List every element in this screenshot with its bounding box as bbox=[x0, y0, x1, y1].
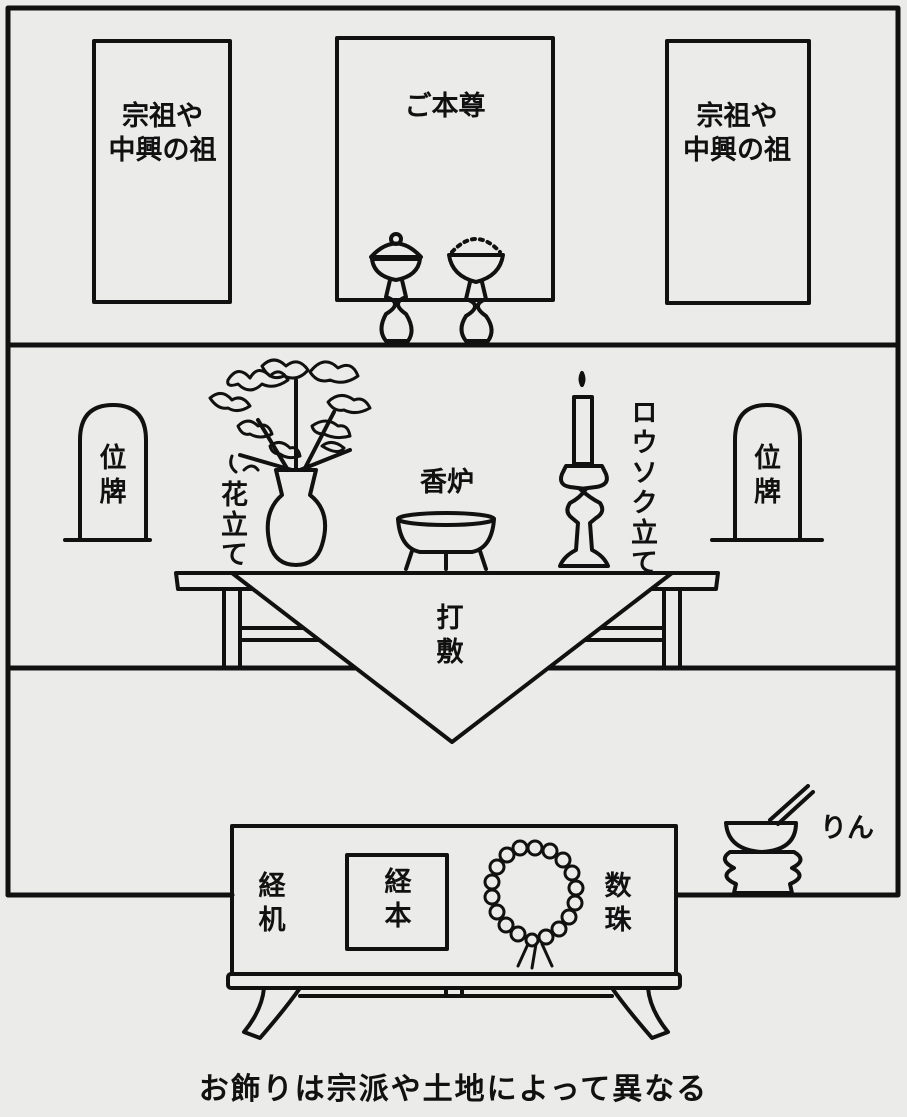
flower-vase bbox=[208, 358, 372, 567]
hanatate-label: 花立て bbox=[216, 480, 247, 570]
sutra-desk bbox=[226, 824, 682, 1040]
rin-bell bbox=[722, 784, 815, 895]
juzu-beads bbox=[483, 839, 585, 970]
ihai-right-label: 位 牌 bbox=[754, 443, 781, 508]
kyouhon-label: 経 本 bbox=[384, 867, 412, 932]
offering-stand-rice bbox=[447, 237, 505, 343]
scroll-right-label: 宗祖や 中興の祖 bbox=[683, 101, 791, 166]
rin-label: りん bbox=[820, 813, 874, 844]
offering-stand-lidded bbox=[369, 232, 423, 343]
scroll-left-label: 宗祖や 中興の祖 bbox=[108, 101, 217, 166]
altar-frame bbox=[5, 5, 901, 898]
kyouzukue-label: 経 机 bbox=[258, 871, 286, 936]
ihai-left-label: 位 牌 bbox=[99, 443, 127, 508]
rousokutate-label: ロウソク立て bbox=[626, 398, 657, 578]
koro-label: 香炉 bbox=[420, 467, 474, 498]
ihai-left-shape bbox=[63, 403, 152, 542]
ihai-right-shape bbox=[710, 403, 824, 542]
uchishiki-label: 打 敷 bbox=[436, 603, 464, 668]
scroll-left-frame bbox=[92, 39, 232, 304]
caption: お飾りは宗派や土地によって異なる bbox=[198, 1072, 709, 1107]
incense-burner bbox=[396, 511, 496, 571]
scroll-right-frame bbox=[665, 39, 811, 305]
scroll-center-frame bbox=[335, 36, 555, 302]
scroll-center-label: ご本尊 bbox=[404, 91, 486, 122]
uchishiki-cloth bbox=[230, 571, 674, 744]
juzu-label: 数 珠 bbox=[604, 871, 632, 936]
candle-stand bbox=[558, 371, 610, 568]
sutra-book-frame bbox=[345, 853, 449, 951]
